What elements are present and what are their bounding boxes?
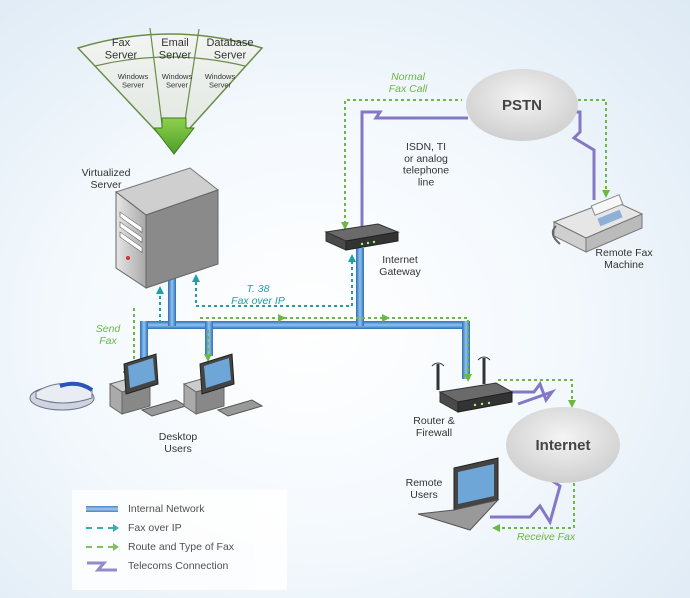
route-fax-swatch (84, 540, 120, 554)
fax-over-ip-swatch (84, 521, 120, 535)
legend-label: Fax over IP (128, 522, 182, 534)
internet-label: Internet (535, 437, 590, 454)
deploy-arrow-icon (152, 117, 196, 155)
remote-laptop-icon (417, 457, 500, 531)
internet-gateway-icon (324, 223, 400, 251)
internal-network-swatch (84, 502, 120, 516)
foip-arrowheads (156, 254, 356, 294)
desktop-computer-2-icon (182, 353, 264, 417)
pstn-label: PSTN (502, 97, 542, 114)
legend-item-telecom: Telecoms Connection (72, 559, 228, 573)
pstn-cloud (466, 69, 578, 141)
scanner-icon (29, 381, 95, 411)
virtualized-server-icon (114, 167, 220, 289)
desktop-computer-1-icon (108, 353, 188, 417)
legend-label: Telecoms Connection (128, 560, 229, 572)
service-fan (76, 27, 264, 150)
route-arrowheads (130, 190, 610, 532)
remote-fax-machine-icon (551, 194, 644, 253)
legend-label: Route and Type of Fax (128, 541, 235, 553)
legend-item-route-fax: Route and Type of Fax (72, 540, 234, 554)
router-firewall-label: Router &Firewall (413, 415, 454, 439)
internet-cloud (506, 407, 620, 483)
legend: Internal Network Fax over IP Route and T… (72, 490, 287, 590)
legend-item-fax-over-ip: Fax over IP (72, 521, 182, 535)
legend-label: Internal Network (128, 503, 205, 515)
telecom-swatch (84, 559, 120, 573)
router-icon (431, 356, 514, 413)
legend-item-internal-network: Internal Network (72, 502, 204, 516)
receive-fax-label: Receive Fax (517, 531, 576, 543)
foip-lines (159, 256, 353, 326)
telecom-connections (360, 110, 596, 526)
